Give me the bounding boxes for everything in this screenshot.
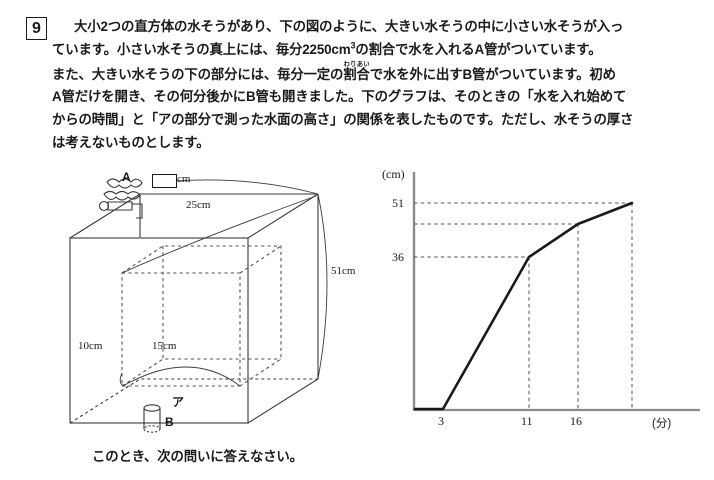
- ruby-reading: わりあい: [343, 61, 370, 69]
- drain-label-b: B: [165, 415, 174, 429]
- statement-line-2-suffix: の割合で水を入れるA管がついています。: [355, 42, 602, 58]
- inner-box-front-face: [121, 272, 241, 387]
- statement-line-3: また、大きい水そうの下の部分には、毎分一定の割合わりあいで水を外に出すB管がつい…: [52, 61, 700, 84]
- problem-number: 9: [26, 17, 47, 40]
- inner-box-top-right-edge: [239, 245, 282, 274]
- faucet-top-coil: [106, 178, 143, 189]
- y-axis-unit-label: (cm): [382, 167, 405, 181]
- graph-svg: [412, 172, 700, 412]
- faucet-mid-coil: [103, 190, 141, 201]
- inner-box-hidden-left-and-bottom: [162, 246, 281, 360]
- tank-svg: [69, 178, 328, 433]
- inner-depth-label-10cm: 10cm: [78, 340, 103, 352]
- faucet-handle: [98, 200, 110, 212]
- leader-depth-25: [121, 195, 317, 274]
- region-label-a: ア: [172, 395, 185, 409]
- x-tick-label-3: 3: [438, 414, 444, 428]
- ruby-base: 割合: [343, 67, 370, 83]
- leader-inner-15: [122, 366, 241, 387]
- x-tick-label-11: 11: [521, 414, 533, 428]
- inner-box-bottom-left-edge: [121, 358, 164, 387]
- depth-label-25cm: 25cm: [186, 199, 211, 211]
- inner-width-label-15cm: 15cm: [152, 340, 177, 352]
- blank-unit-label: cm: [177, 173, 191, 185]
- drain-top-ellipse: [143, 404, 161, 412]
- inner-box-back-edges: [121, 245, 282, 387]
- x-axis-unit-label: (分): [652, 418, 672, 430]
- statement-line-2-prefix: ています。小さい水そうの真上には、毎分2250cm: [52, 42, 351, 58]
- outer-box-bottom-right-edge: [247, 378, 319, 424]
- faucet-a-icon: [98, 178, 143, 219]
- leader-height-51: [317, 193, 328, 380]
- blank-answer-box[interactable]: [152, 174, 177, 188]
- outer-box-front-face: [69, 237, 249, 424]
- x-tick-label-16: 16: [570, 414, 582, 428]
- statement-line-3a: また、大きい水そうの下の部分には、毎分一定の: [52, 67, 344, 83]
- water-tank-figure: A cm 25cm 51cm 10cm 15cm ア B: [0, 160, 372, 445]
- water-level-series: [413, 201, 634, 411]
- leader-inner-10: [119, 372, 124, 387]
- ruby-wariai: 割合わりあい: [343, 62, 370, 83]
- faucet-label-a: A: [122, 170, 131, 184]
- statement-line-6: は考えないものとします。: [52, 134, 210, 150]
- statement-line-1: 大小2つの直方体の水そうがあり、下の図のように、大きい水そうの中に小さい水そうが…: [74, 19, 624, 34]
- leader-top-width: [174, 179, 319, 195]
- statement-line-5: からの時間」と「アの部分で測った水面の高さ」の関係を表したものです。ただし、水そ…: [52, 111, 634, 127]
- statement-line-3b: で水を外に出すB管がついています。初め: [369, 67, 616, 83]
- outer-box-top-right-edge: [247, 193, 319, 239]
- closing-sentence: このとき、次の問いに答えなさい。: [92, 449, 303, 464]
- y-tick-label-36: 36: [392, 250, 404, 264]
- drain-b-icon: [143, 404, 161, 433]
- height-label-51cm: 51cm: [331, 265, 356, 277]
- statement-line-4: A管だけを開き、その何分後かにB管も開きました。下のグラフは、そのときの「水を入…: [52, 88, 627, 104]
- faucet-spout: [132, 203, 143, 219]
- problem-statement: 大小2つの直方体の水そうがあり、下の図のように、大きい水そうの中に小さい水そうが…: [52, 15, 700, 154]
- drain-bottom-ellipse: [143, 425, 161, 433]
- statement-line-2: ています。小さい水そうの真上には、毎分2250cm3の割合で水を入れるA管がつい…: [52, 38, 700, 61]
- cubic-exponent: 3: [350, 40, 356, 51]
- water-level-graph: (cm) 51 36 3 11 16 (分): [374, 160, 714, 445]
- y-tick-label-51: 51: [392, 196, 404, 210]
